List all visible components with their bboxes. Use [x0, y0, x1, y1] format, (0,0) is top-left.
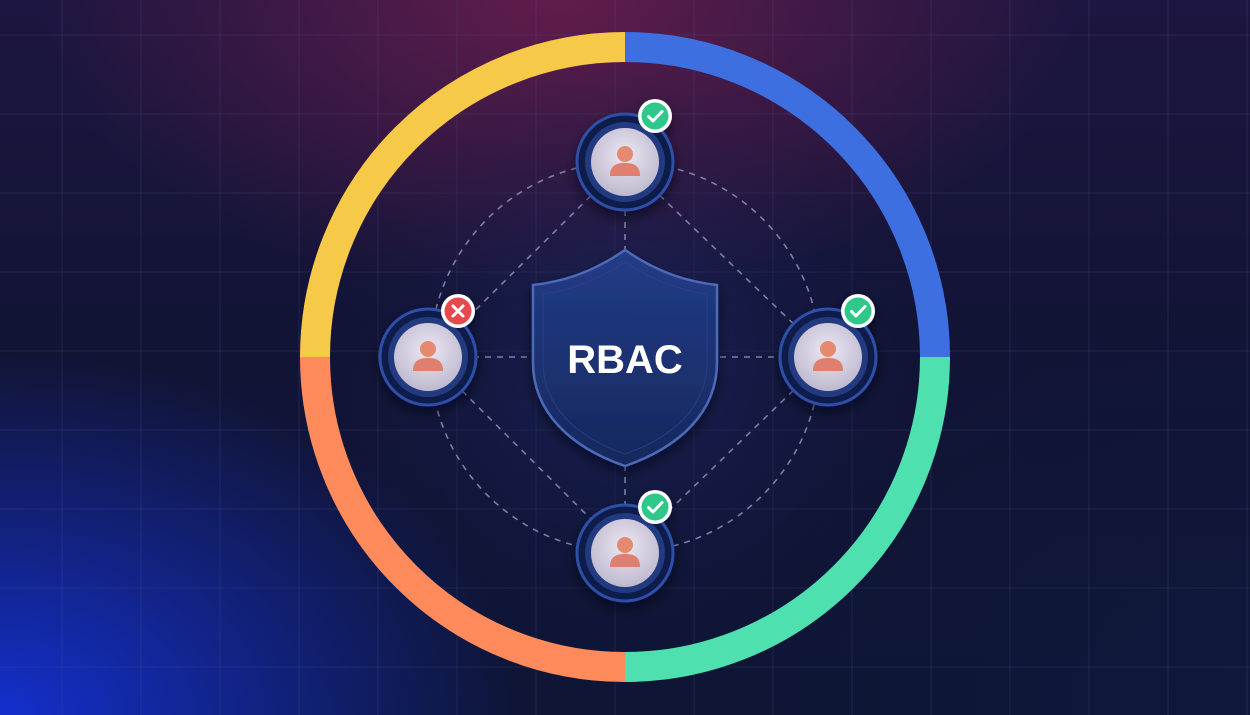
status-badge-granted: [841, 294, 875, 328]
user-node-top: [575, 99, 675, 212]
status-badge-denied: [441, 294, 475, 328]
shield-label: RBAC: [567, 338, 683, 382]
person-icon: [610, 537, 640, 567]
shield-icon: [531, 248, 719, 468]
ring-segment-top-right: [624, 32, 950, 358]
status-badge-granted: [638, 490, 672, 524]
person-icon: [610, 146, 640, 176]
check-icon: [647, 501, 664, 514]
check-icon: [850, 305, 867, 318]
user-node-bottom: [575, 490, 675, 603]
shield-inner-outline: [542, 261, 708, 455]
user-nodes: [378, 99, 878, 603]
rbac-shield: RBAC: [531, 248, 719, 468]
ring-segment-bottom-right: [624, 356, 950, 682]
cross-icon: [451, 304, 465, 318]
ring-segment-top-left: [300, 32, 626, 358]
user-node-left: [378, 294, 478, 407]
person-icon: [413, 341, 443, 371]
person-icon: [813, 341, 843, 371]
permission-ring: [300, 32, 950, 682]
status-badge-granted: [638, 99, 672, 133]
check-icon: [647, 110, 664, 123]
user-node-right: [778, 294, 878, 407]
ring-segment-bottom-left: [300, 356, 626, 682]
